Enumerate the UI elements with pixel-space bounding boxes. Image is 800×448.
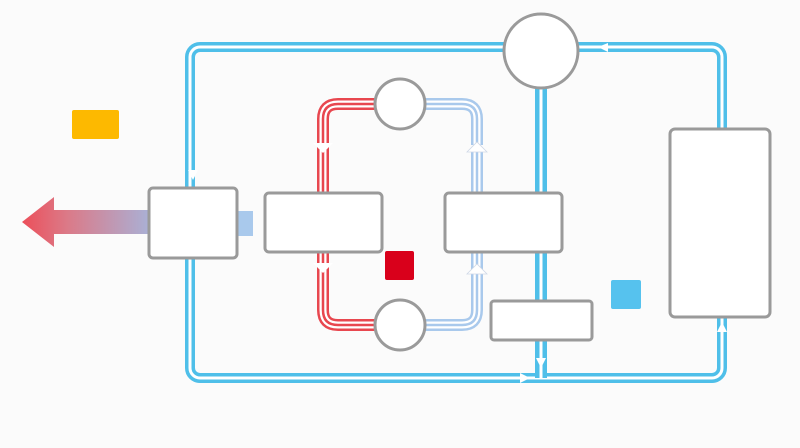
arrow-right-icon — [520, 373, 530, 383]
small-component-box — [489, 299, 594, 342]
arrow-up-icon — [717, 322, 727, 332]
heat-exchanger-box — [147, 186, 239, 260]
red-legend-swatch — [385, 251, 414, 280]
arrow-down-icon — [313, 263, 333, 273]
arrow-up-icon — [466, 141, 488, 153]
top-pump-circle — [373, 77, 427, 131]
flow-arrows — [188, 43, 727, 383]
yellow-legend-swatch — [72, 110, 119, 139]
arrow-down-icon — [536, 358, 546, 368]
connector-stub — [236, 211, 253, 236]
arrow-down-icon — [313, 143, 333, 153]
component-box-right — [443, 191, 564, 254]
light-blue-pipe-loop — [424, 98, 483, 331]
arrow-down-icon — [188, 170, 198, 180]
component-box-left — [263, 191, 384, 254]
bottom-pump-circle — [373, 298, 427, 352]
arrow-left-icon — [598, 43, 608, 52]
arrow-up-icon — [466, 263, 488, 275]
blue-legend-swatch — [611, 280, 641, 309]
main-pump-circle — [502, 12, 580, 90]
storage-tank-box — [668, 127, 772, 319]
heat-output-arrow — [22, 197, 253, 247]
